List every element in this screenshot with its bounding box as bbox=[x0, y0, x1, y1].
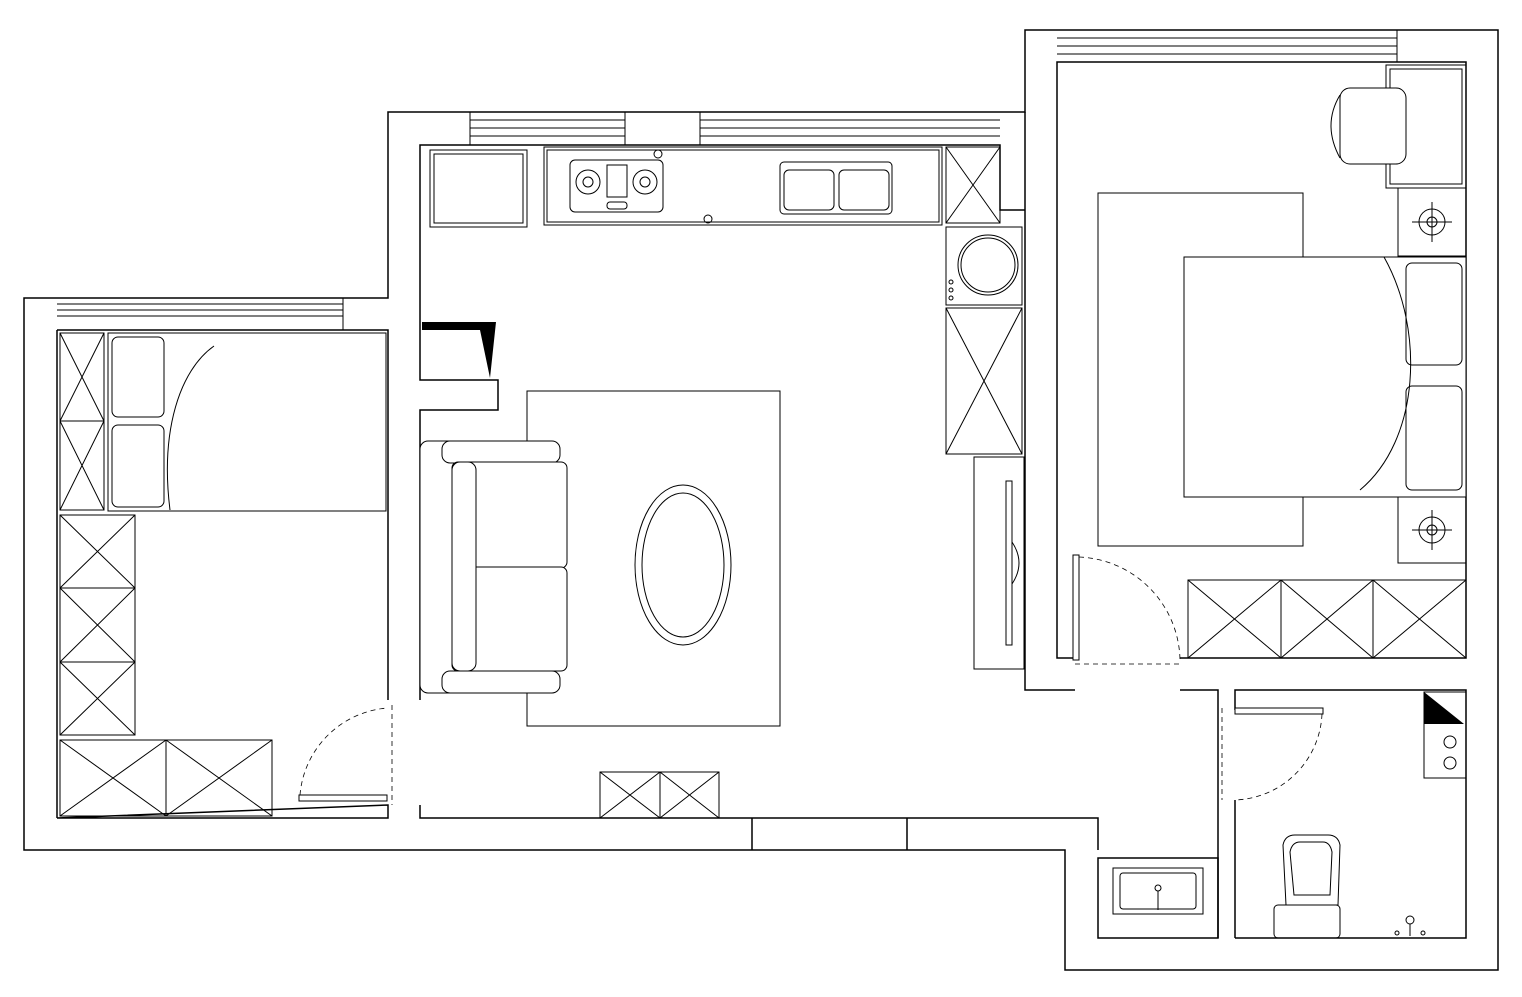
washing-machine bbox=[945, 226, 1023, 306]
toilet bbox=[1273, 834, 1341, 939]
coffee-table bbox=[634, 484, 732, 646]
window-kitchen bbox=[469, 112, 1000, 145]
cabinet-right-living bbox=[945, 307, 1023, 455]
bed-right bbox=[1183, 256, 1467, 498]
wardrobe-right bbox=[1187, 579, 1467, 659]
window-left bbox=[57, 298, 344, 330]
floor-drain bbox=[1394, 915, 1426, 936]
outer-wall bbox=[23, 29, 1499, 971]
tall-cabinet bbox=[945, 146, 1001, 224]
bedside-tables bbox=[1397, 187, 1467, 564]
stove bbox=[569, 149, 664, 213]
right-door bbox=[1072, 554, 1181, 665]
washbasin-nook bbox=[1097, 857, 1219, 939]
left-bedroom-wall bbox=[56, 329, 389, 819]
sofa bbox=[419, 440, 568, 694]
kitchen-counter bbox=[543, 146, 943, 226]
fridge bbox=[429, 149, 528, 228]
column bbox=[422, 322, 496, 378]
left-door bbox=[298, 705, 393, 805]
shoe-cabinet bbox=[599, 771, 720, 819]
bed-left bbox=[107, 332, 387, 512]
right-bedroom-wall bbox=[1024, 61, 1467, 939]
window-right bbox=[1057, 30, 1398, 62]
wardrobe-left bbox=[59, 332, 273, 817]
bathroom-door bbox=[1221, 707, 1324, 801]
washbasin bbox=[1112, 867, 1204, 915]
tv-console bbox=[973, 456, 1025, 670]
chair bbox=[1330, 87, 1407, 165]
double-sink bbox=[703, 161, 893, 224]
shower-corner bbox=[1423, 691, 1467, 779]
partition-wall bbox=[419, 144, 1099, 850]
